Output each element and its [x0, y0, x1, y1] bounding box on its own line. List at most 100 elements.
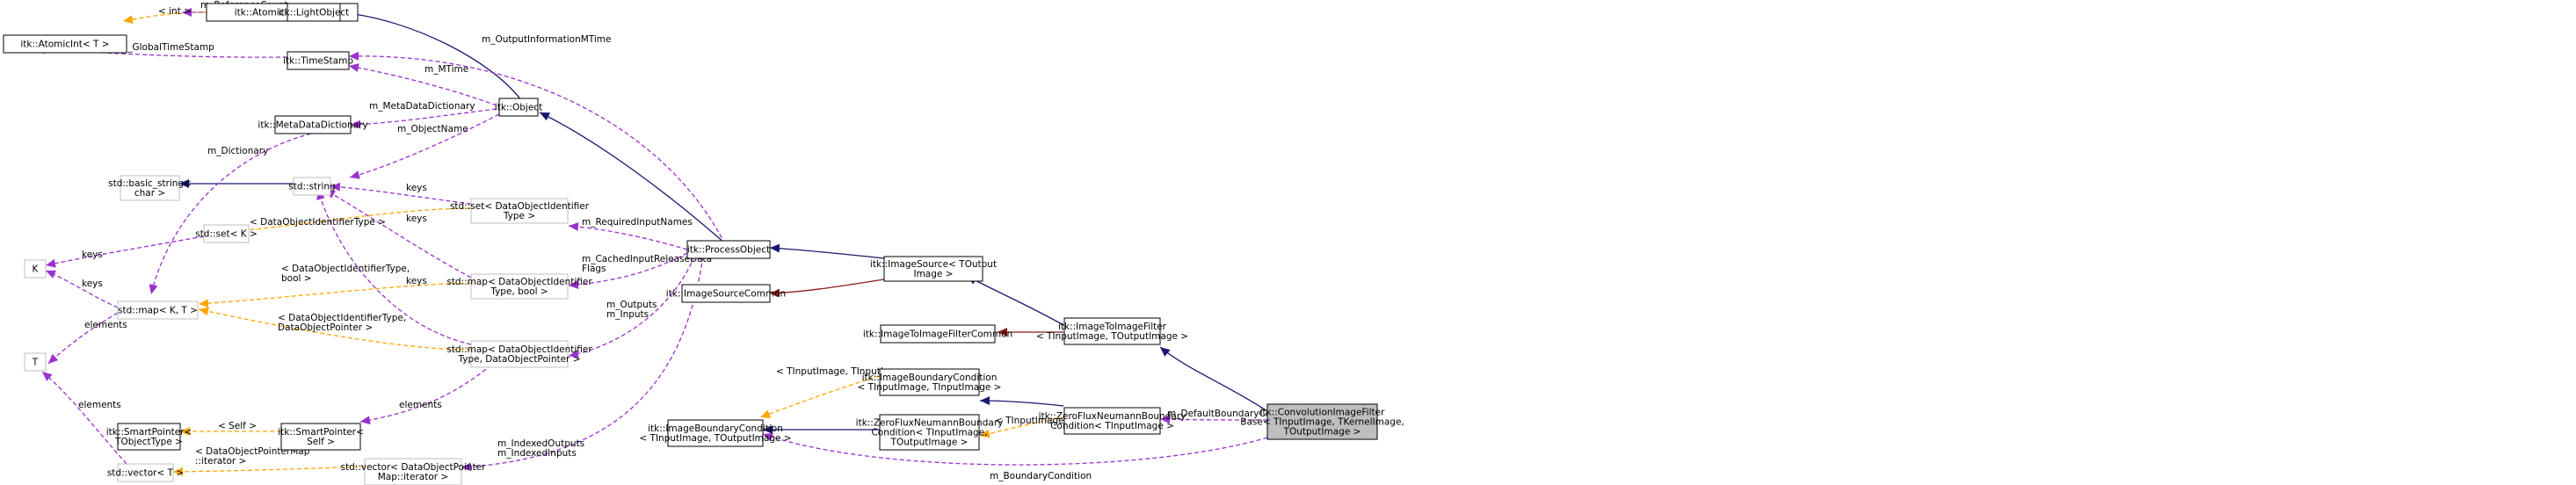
node-box [3, 34, 127, 54]
node-box [681, 284, 771, 303]
node-label: TOutputImage > [1283, 427, 1361, 438]
edge-usage-metadatadictionary [350, 108, 497, 129]
node-box [287, 51, 350, 70]
class-node-atomicint-t[interactable]: itk::AtomicInt< T > [3, 34, 127, 54]
node-box [203, 224, 250, 243]
node-box [879, 368, 980, 396]
node-label: Type, DataObjectPointer > [457, 354, 580, 365]
node-box [1063, 407, 1161, 435]
node-label: itk::ImageToImageFilter [1058, 322, 1167, 332]
edge-label: keys [406, 276, 427, 286]
node-box [364, 458, 462, 485]
edge-label: keys [406, 214, 427, 224]
edge-label: < DataObjectIdentifierType,bool > [281, 264, 410, 284]
node-label: Type, bool > [490, 286, 548, 297]
class-node-timestamp[interactable]: itk::TimeStamp [283, 51, 353, 70]
edge-label: elements [399, 400, 442, 410]
edge-inherit-filter-imagesource [966, 275, 1064, 326]
class-node-object[interactable]: itk::Object [495, 98, 542, 117]
class-node-stdstring[interactable]: std::string [288, 177, 336, 196]
node-label: itk::SmartPointer< [278, 427, 364, 438]
class-node-vector-t[interactable]: std::vector< T > [107, 463, 184, 482]
node-label: itk::ProcessObject [687, 245, 770, 256]
edge-usage-mtime [348, 63, 497, 106]
node-label: TOutputImage > [890, 438, 969, 448]
node-box [280, 423, 361, 451]
edge-usage-globaltimestamp [34, 45, 288, 58]
edge-label: m_MTime [424, 64, 468, 75]
edge-label: m_MetaDataDictionary [369, 101, 475, 112]
node-label: itk::SmartPointer< [106, 427, 192, 438]
node-label: std::map< DataObjectIdentifier [446, 277, 592, 287]
class-node-basic-string[interactable]: std::basic_string<char > [108, 175, 192, 201]
class-node-smartpointer-t[interactable]: itk::SmartPointer<TObjectType > [106, 423, 192, 451]
class-node-k[interactable]: K [24, 259, 47, 279]
class-node-vector-doi[interactable]: std::vector< DataObjectPointerMap::itera… [341, 458, 487, 485]
edge-usage-boundarycondition [762, 432, 1268, 466]
edge-usage-elements-mapk [47, 312, 119, 365]
node-label: Type > [503, 211, 535, 221]
node-box [24, 352, 47, 372]
node-label: std::map< K, T > [118, 306, 198, 316]
node-box [686, 240, 771, 259]
class-node-map-kt[interactable]: std::map< K, T > [117, 300, 199, 320]
edge-usage-elements-vector [41, 371, 127, 465]
class-node-ibc-in-in[interactable]: itk::ImageBoundaryCondition< TInputImage… [858, 368, 1002, 396]
edge-usage-objectname [349, 113, 500, 179]
node-label: std::vector< DataObjectPointer [341, 462, 487, 473]
edge-usage-keys-mapk [45, 270, 119, 308]
node-label: Image > [913, 269, 953, 279]
edge-label: m_BoundaryCondition [990, 471, 1092, 481]
node-label: itk::TimeStamp [283, 56, 353, 67]
node-box [880, 324, 996, 344]
node-label: Condition< TInputImage, [871, 428, 987, 438]
class-node-imagesourcecommon[interactable]: itk::ImageSourceCommon [666, 284, 786, 303]
node-box [117, 300, 199, 320]
node-box [287, 3, 341, 22]
edge-template-atomicint [122, 11, 207, 25]
class-node-metadatadict[interactable]: itk::MetaDataDictionary [258, 115, 368, 134]
node-label: Map::iterator > [378, 472, 448, 482]
edge-inherit-zfn-ibc [979, 396, 1064, 407]
node-label: K [33, 264, 40, 275]
edge-inherit-object-lightobject [339, 9, 522, 101]
node-label: itk::ImageSourceCommon [666, 289, 786, 300]
class-node-set-k[interactable]: std::set< K > [195, 224, 258, 243]
node-box [1266, 403, 1378, 440]
node-box [470, 273, 569, 300]
node-label: itk::LightObject [279, 8, 350, 18]
edge-private-imagesource-common [769, 279, 885, 298]
edge-template-zfn [979, 416, 1064, 438]
edge-label: < int > [158, 6, 192, 17]
node-label: itk::ImageToImageFilterCommon [863, 329, 1012, 340]
edge-usage-defaultboundarycondition [1159, 415, 1268, 424]
class-node-smartpointer-self[interactable]: itk::SmartPointer<Self > [278, 423, 364, 451]
class-node-ibc-in-out[interactable]: itk::ImageBoundaryCondition< TInputImage… [639, 419, 792, 447]
node-label: itk::AtomicInt< T > [20, 40, 109, 50]
node-label: itk::ImageBoundaryCondition [648, 423, 783, 434]
node-box [470, 198, 569, 224]
class-node-processobject[interactable]: itk::ProcessObject [686, 240, 771, 259]
class-node-map-doi-ptr[interactable]: std::map< DataObjectIdentifierType, Data… [446, 340, 592, 368]
class-node-imagesource[interactable]: itk::ImageSource< TOutputImage > [870, 256, 997, 282]
edge-template-mapbool [198, 282, 472, 308]
edge-label: keys [82, 279, 103, 289]
node-label: < TInputImage, TOutputImage > [1036, 331, 1188, 342]
node-label: < TInputImage, TInputImage > [858, 382, 1002, 393]
node-label: itk::MetaDataDictionary [258, 120, 367, 131]
class-node-map-doi-bool[interactable]: std::map< DataObjectIdentifierType, bool… [446, 273, 592, 300]
class-node-set-doi[interactable]: std::set< DataObjectIdentifierType > [450, 198, 590, 224]
class-node-t[interactable]: T [24, 352, 47, 372]
class-node-imagetoimagefilter[interactable]: itk::ImageToImageFilter< TInputImage, TO… [1036, 317, 1188, 345]
node-label: itk::Object [495, 103, 542, 113]
class-node-lightobject[interactable]: itk::LightObject [279, 3, 350, 22]
node-box [117, 463, 174, 482]
class-node-imagetoimagefiltercommon[interactable]: itk::ImageToImageFilterCommon [863, 324, 1012, 344]
edge-template-vector [172, 466, 366, 476]
